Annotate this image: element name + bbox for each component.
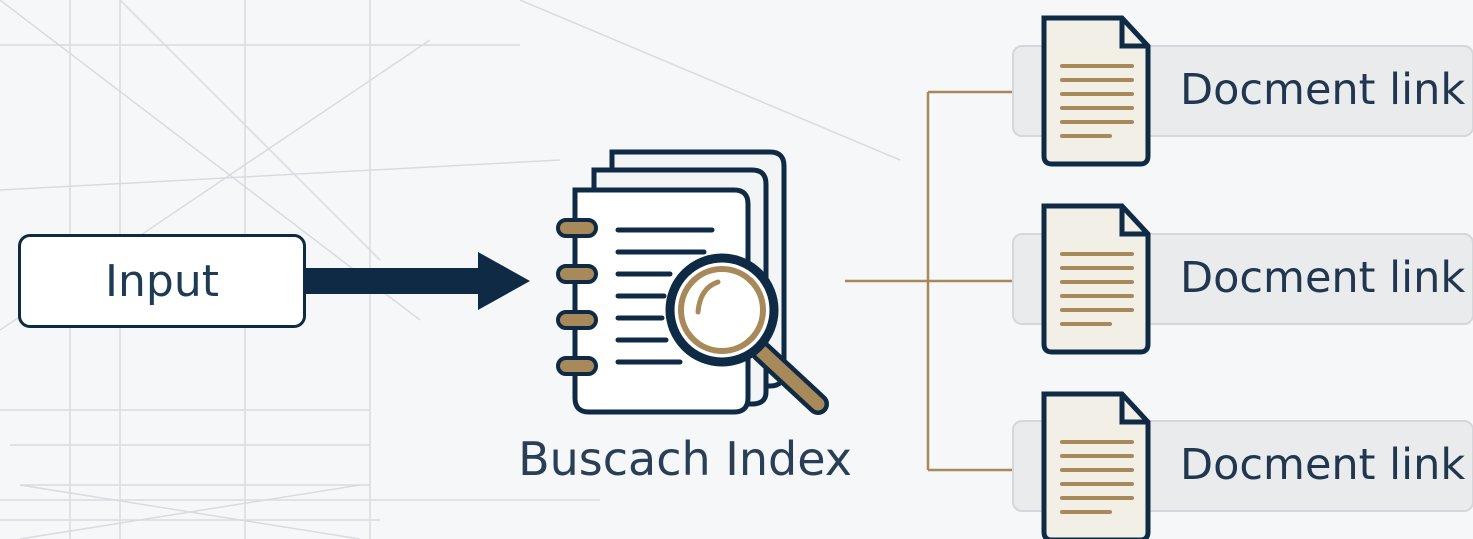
input-arrow [306,252,530,310]
branch-connector [845,90,1012,472]
document-icon [1044,206,1148,352]
search-index-icon [556,149,829,415]
document-link-label[interactable]: Docment link [1180,440,1466,490]
index-label: Buscach Index [518,432,852,486]
input-box: Input [18,234,306,328]
document-icon [1044,394,1148,539]
input-label: Input [105,255,219,307]
document-link-label[interactable]: Docment link [1180,253,1466,303]
document-link-label[interactable]: Docment link [1180,65,1466,115]
document-icon [1044,18,1148,164]
